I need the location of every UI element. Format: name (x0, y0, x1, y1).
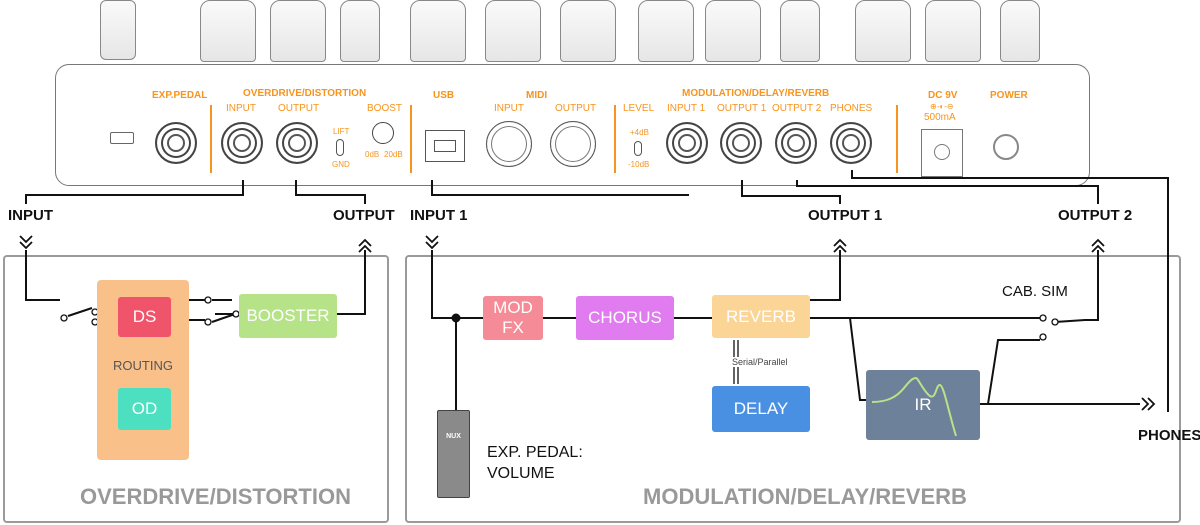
footswitch (100, 0, 136, 60)
phones-label: PHONES (830, 103, 873, 114)
serial-parallel-label: Serial/Parallel (732, 357, 788, 367)
knob (638, 0, 694, 62)
volume-label: VOLUME (487, 465, 555, 482)
ds-block: DS (118, 297, 171, 337)
output1-jack (720, 122, 762, 164)
slot-icon (110, 132, 134, 144)
ir-curve-icon (871, 376, 957, 437)
divider (896, 105, 898, 173)
boost-0db-label: 0dB (365, 150, 380, 159)
knob (705, 0, 761, 62)
output1-label: OUTPUT 1 (717, 103, 767, 114)
level-switch[interactable] (634, 141, 642, 156)
boost-knob[interactable] (372, 122, 394, 144)
knob (485, 0, 541, 62)
power-button[interactable] (993, 134, 1019, 160)
mod-section-title: MODULATION/DELAY/REVERB (643, 484, 967, 509)
od-section-frame (3, 255, 389, 523)
level-label: LEVEL (623, 103, 655, 114)
od-input-label: INPUT (8, 207, 53, 224)
od-output-label: OUTPUT (333, 207, 395, 224)
input1-label: INPUT 1 (410, 207, 468, 224)
dc-label: DC 9V (928, 90, 958, 101)
ground-lift-switch[interactable] (336, 139, 344, 156)
mod-fx-label: MOD FX (493, 298, 533, 337)
divider (210, 105, 212, 173)
usb-port-icon (425, 130, 465, 162)
exp-pedal-label: EXP.PEDAL (152, 90, 208, 101)
boost-20db-label: 20dB (384, 150, 403, 159)
expression-pedal-icon: NUX (437, 410, 470, 498)
level-lo-label: -10dB (628, 160, 650, 169)
footswitch (1000, 0, 1040, 62)
booster-block: BOOSTER (239, 294, 337, 338)
routing-label: ROUTING (113, 358, 173, 373)
knob (560, 0, 616, 62)
power-label: POWER (990, 90, 1028, 101)
midi-label: MIDI (526, 90, 548, 101)
midi-out-port (550, 121, 596, 167)
midi-in-port (486, 121, 532, 167)
knob (855, 0, 911, 62)
pedal-logo: NUX (446, 433, 461, 440)
ir-block: IR (866, 370, 980, 440)
divider (614, 105, 616, 173)
cab-sim-label: CAB. SIM (1002, 283, 1068, 300)
output1-label: OUTPUT 1 (808, 207, 883, 224)
output2-label: OUTPUT 2 (772, 103, 822, 114)
knob (270, 0, 326, 62)
level-hi-label: +4dB (630, 128, 649, 137)
chorus-block: CHORUS (576, 296, 674, 340)
polarity-icon: ⊕-◐-⊖ (930, 102, 954, 111)
gnd-label: GND (332, 160, 350, 169)
usb-label: USB (433, 90, 455, 101)
midi-input-label: INPUT (494, 103, 524, 114)
reverb-block: REVERB (712, 295, 810, 338)
midi-output-label: OUTPUT (555, 103, 597, 114)
od-section-label: OVERDRIVE/DISTORTION (243, 88, 367, 99)
current-label: 500mA (924, 112, 956, 123)
knob (780, 0, 820, 62)
output2-jack (775, 122, 817, 164)
ir-label: IR (914, 395, 932, 415)
boost-label: BOOST (367, 103, 403, 114)
mod-section-label: MODULATION/DELAY/REVERB (682, 88, 830, 99)
knob (410, 0, 466, 62)
phones-output-label: PHONES (1138, 427, 1200, 444)
mod-section-frame (405, 255, 1181, 523)
delay-block: DELAY (712, 386, 810, 432)
exp-pedal-jack (155, 122, 197, 164)
divider (410, 105, 412, 173)
input1-label: INPUT 1 (667, 103, 706, 114)
input1-jack (666, 122, 708, 164)
knob (340, 0, 380, 62)
od-output-label: OUTPUT (278, 103, 320, 114)
knob (925, 0, 981, 62)
mod-fx-block: MOD FX (483, 296, 543, 340)
knob (200, 0, 256, 62)
exp-pedal-label: EXP. PEDAL: (487, 444, 583, 461)
od-input-jack (221, 122, 263, 164)
lift-label: LIFT (333, 127, 350, 136)
od-section-title: OVERDRIVE/DISTORTION (80, 484, 351, 509)
output2-label: OUTPUT 2 (1058, 207, 1133, 224)
dc-jack (921, 129, 963, 177)
od-output-jack (276, 122, 318, 164)
od-input-label: INPUT (226, 103, 256, 114)
od-block: OD (118, 388, 171, 430)
phones-jack (830, 122, 872, 164)
